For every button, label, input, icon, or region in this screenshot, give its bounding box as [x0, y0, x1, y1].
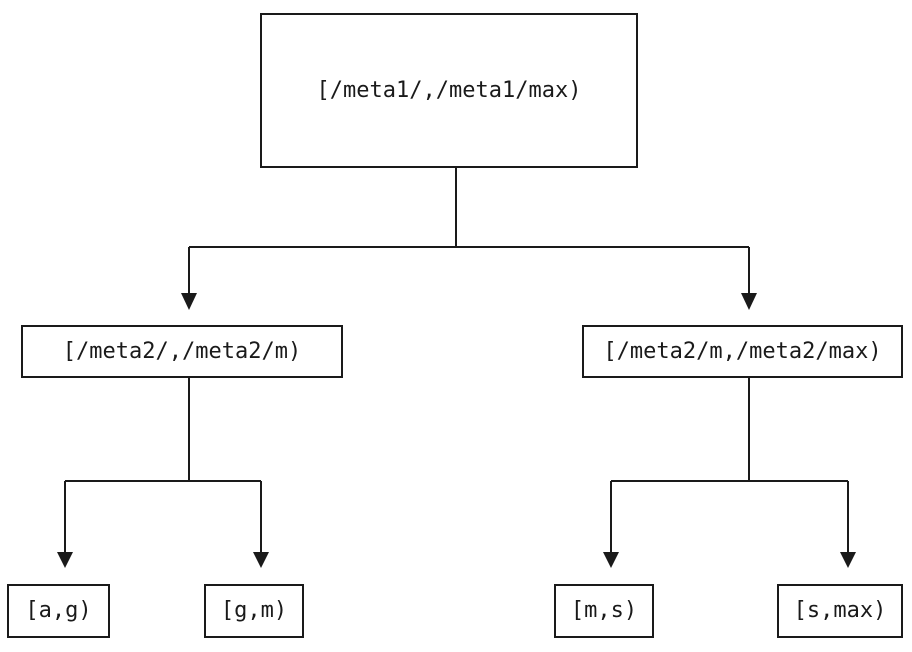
- tree-node-leaf-smax: [s,max): [777, 584, 903, 638]
- arrowhead-down-icon: [840, 552, 856, 568]
- tree-node-root: [/meta1/,/meta1/max): [260, 13, 638, 168]
- tree-node-meta2-left: [/meta2/,/meta2/m): [21, 325, 343, 378]
- arrowhead-down-icon: [57, 552, 73, 568]
- tree-node-leaf-ag: [a,g): [7, 584, 110, 638]
- arrowhead-down-icon: [181, 293, 197, 310]
- arrowhead-down-icon: [741, 293, 757, 310]
- tree-node-meta2-right: [/meta2/m,/meta2/max): [582, 325, 903, 378]
- tree-node-leaf-ms: [m,s): [554, 584, 654, 638]
- arrowhead-down-icon: [603, 552, 619, 568]
- arrowhead-down-icon: [253, 552, 269, 568]
- tree-node-leaf-gm: [g,m): [204, 584, 304, 638]
